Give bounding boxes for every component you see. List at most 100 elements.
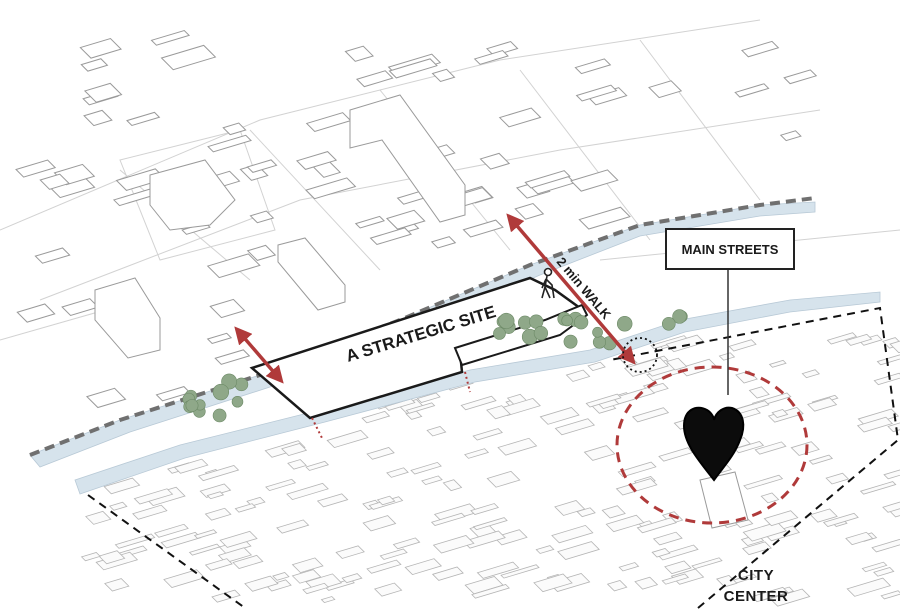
building-footprint [250,211,273,223]
building-footprint [872,537,900,551]
building-footprint [35,248,69,263]
building-footprint [277,520,309,533]
building-footprint [387,468,408,478]
building-footprint [692,558,722,569]
building-footprint [619,563,638,571]
building-footprint [164,570,205,588]
building-footprint [405,559,441,575]
building-footprint [473,429,502,441]
tree [593,336,606,349]
building-footprint [784,70,816,84]
building-footprint [162,45,216,69]
building-footprint [884,469,900,479]
building-footprint [654,532,682,545]
tree [574,315,588,329]
building-footprint [809,455,832,464]
building-footprint [215,350,249,364]
building-footprint [288,460,306,470]
building-footprint [318,494,348,507]
building-footprint [357,71,393,87]
building-footprint [380,549,407,560]
building-footprint [293,558,323,573]
building-footprint [195,530,217,539]
building-footprint [584,446,614,461]
tree [213,384,229,400]
building-footprint [266,479,295,490]
building-footprint [480,153,509,169]
tree [564,335,577,348]
building-footprint [735,84,768,97]
building-footprint [210,299,244,317]
building-footprint [432,237,456,248]
building-footprint [367,560,401,573]
building-footprint [471,504,498,515]
building-footprint [306,178,355,199]
building-footprint [105,579,129,591]
tree [562,315,573,326]
building-footprint [558,542,599,560]
building-footprint [770,360,786,367]
building-footprint [356,216,384,228]
building-footprint [387,210,425,229]
building-footprint [633,408,669,422]
tree [499,313,515,329]
building-footprint [206,559,232,571]
tree [186,399,198,411]
building-footprint [602,506,625,518]
building-footprint [336,546,364,559]
building-footprint [175,459,208,473]
building-footprint [371,228,412,245]
city-label-line2: CENTER [724,588,789,605]
building-footprint [761,493,778,503]
building-footprint [498,438,536,455]
heart-icon [684,408,743,480]
building-footprint [307,113,351,132]
tree [213,409,226,422]
building-footprint [540,407,579,424]
main-streets-label: MAIN STREETS [682,242,779,257]
building-footprint [342,574,362,583]
building-footprint [719,353,734,360]
tree [235,378,248,391]
tree [493,327,505,339]
building-footprint [190,544,220,555]
building-footprint [433,69,455,81]
building-footprint [744,475,782,489]
building-footprint [881,591,900,599]
building-footprint [500,108,541,127]
building-footprint [367,447,394,459]
building-footprint [205,508,230,520]
building-footprint [235,504,255,513]
building-footprint [781,131,801,141]
building-footprint [306,461,328,470]
building-footprint [362,411,389,422]
building-footprint [62,299,98,316]
building-footprint [363,516,395,531]
building-footprint [487,471,519,487]
building-footprint [393,538,419,549]
building-footprint [608,580,627,590]
building-footprint [826,473,848,484]
building-footprint [433,567,463,580]
building-footprint [375,583,402,596]
building-footprint [729,340,756,351]
tree [593,327,603,337]
building-footprint [515,204,543,220]
building-footprint [659,448,693,461]
building-footprint [847,578,890,596]
building-footprint [327,430,368,447]
building-footprint [764,511,797,526]
building-footprint [742,41,778,56]
building-footprint [212,590,240,602]
building-footprint [465,449,489,459]
building-footprint [82,552,101,560]
building-footprint [846,532,873,544]
building-footprint [110,502,127,510]
building-footprint [17,304,54,322]
building-footprint [208,254,260,278]
building-footprint [874,373,900,384]
building-footprint [750,387,770,398]
building-footprint [874,568,894,577]
building-footprint [287,483,328,499]
